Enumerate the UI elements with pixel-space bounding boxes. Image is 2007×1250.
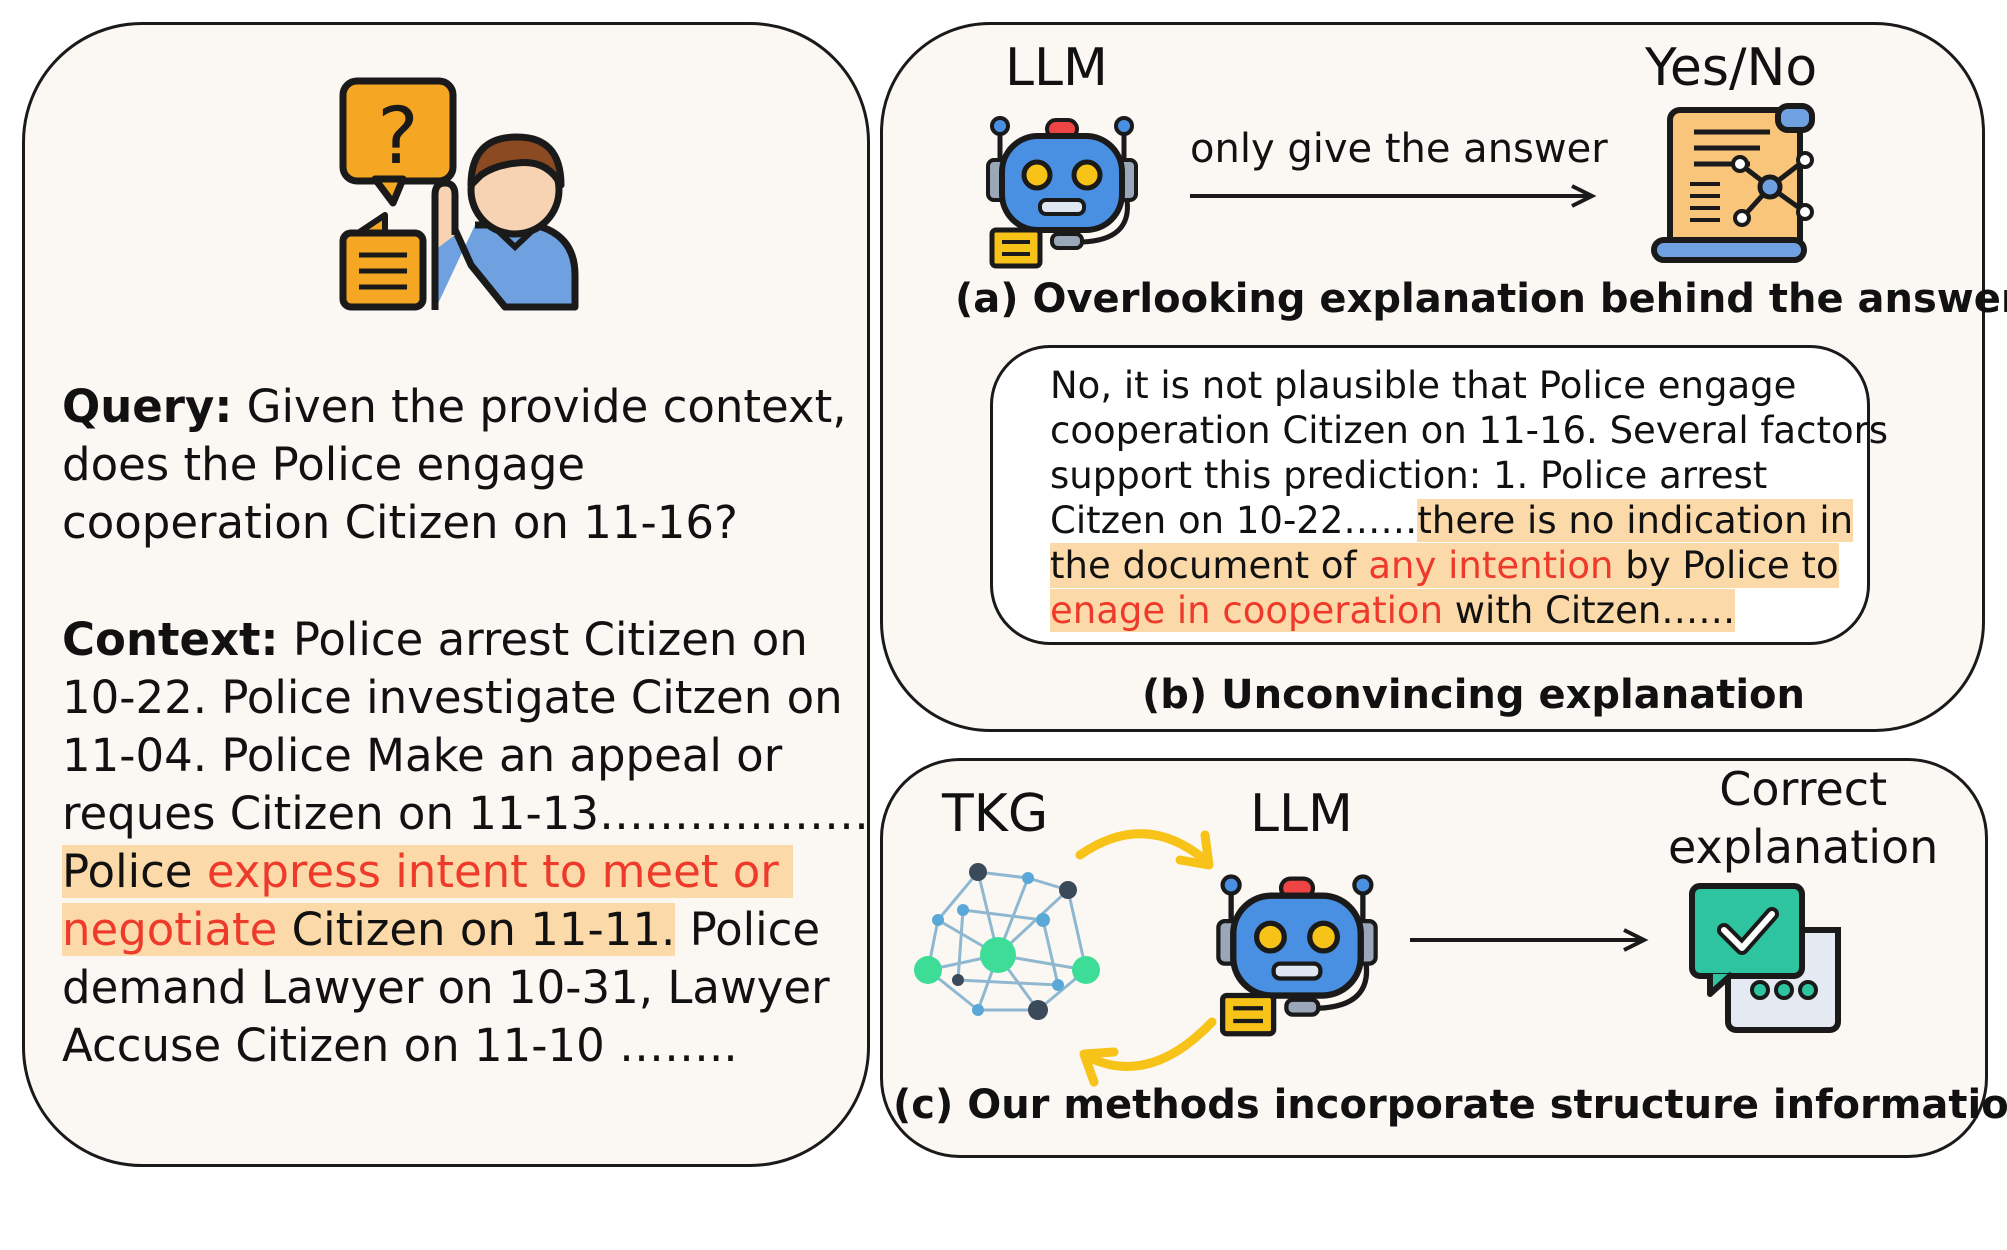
check-chat-icon — [1689, 883, 1841, 1033]
explanation-segment: Citzen on 10-22…… — [1050, 499, 1418, 542]
cycle-arrow-bottom-icon — [1079, 1017, 1217, 1087]
context-line: 10-22. Police investigate Citzen on — [62, 671, 843, 724]
cycle-arrow-top-icon — [1075, 829, 1214, 870]
answer-label: Yes/No — [1645, 38, 1818, 98]
explanation-line: support this prediction: 1. Police arres… — [1050, 454, 1768, 497]
arrow-icon — [1410, 928, 1649, 952]
context-line: Accuse Citizen on 11-10 …….. — [62, 1019, 738, 1072]
knowledge-graph-icon — [914, 863, 1100, 1020]
caption-a: (a) Overlooking explanation behind the a… — [955, 276, 2007, 322]
explanation-highlight: there is no indication in — [1417, 499, 1854, 542]
result-label-line: Correct — [1719, 762, 1888, 816]
document-network-icon — [1651, 103, 1815, 263]
context-label: Context: — [62, 613, 279, 666]
explanation-line: No, it is not plausible that Police enga… — [1050, 364, 1797, 407]
context-text-segment: Citizen on 11-11. — [277, 903, 676, 956]
explanation-red-segment: enage in cooperation — [1050, 589, 1444, 632]
context-line: reques Citizen on 11-13……………… — [62, 787, 870, 840]
context-text-segment: Police — [62, 845, 207, 898]
explanation-segment: by Police to — [1613, 544, 1839, 587]
context-text-segment: Police — [675, 903, 821, 956]
explanation-segment: the document of — [1050, 544, 1369, 587]
context-text: Context: Police arrest Citizen on 10-22.… — [62, 611, 869, 1075]
context-line: Police arrest Citizen on — [278, 613, 808, 666]
robot-icon — [986, 116, 1138, 269]
context-line: 11-04. Police Make an appeal or — [62, 729, 783, 782]
explanation-segment: with Citzen…… — [1443, 589, 1736, 632]
llm-label-c: LLM — [1250, 784, 1353, 844]
context-red-segment: express intent to meet or — [206, 845, 779, 898]
query-line: does the Police engage — [62, 438, 586, 491]
explanation-highlight-line: the document of any intention by Police … — [1050, 543, 1839, 588]
tkg-label: TKG — [942, 784, 1049, 844]
explanation-text: No, it is not plausible that Police enga… — [1050, 363, 1888, 633]
query-line: Given the provide context, — [232, 380, 847, 433]
explanation-red-segment: any intention — [1368, 544, 1614, 587]
arrow-icon — [1190, 184, 1597, 208]
caption-c: (c) Our methods incorporate structure in… — [893, 1082, 2007, 1128]
arrow-label: only give the answer — [1190, 126, 1608, 172]
context-line: demand Lawyer on 10-31, Lawyer — [62, 961, 830, 1014]
result-label-line: explanation — [1668, 820, 1939, 874]
query-label: Query: — [62, 380, 233, 433]
person-with-question-icon: ? — [339, 77, 579, 311]
query-line: cooperation Citizen on 11-16? — [62, 496, 738, 549]
highlight-span: negotiate Citizen on 11-11. — [62, 903, 676, 956]
context-red-segment: negotiate — [62, 903, 278, 956]
result-label: Correct explanation — [1668, 760, 1938, 876]
highlight-span: Police express intent to meet or — [62, 845, 794, 898]
robot-icon — [1216, 874, 1378, 1037]
explanation-line: cooperation Citizen on 11-16. Several fa… — [1050, 409, 1889, 452]
query-text: Query: Given the provide context, does t… — [62, 378, 847, 552]
llm-label: LLM — [1005, 38, 1108, 98]
svg-text:?: ? — [377, 92, 418, 182]
caption-b: (b) Unconvincing explanation — [1142, 672, 1805, 718]
